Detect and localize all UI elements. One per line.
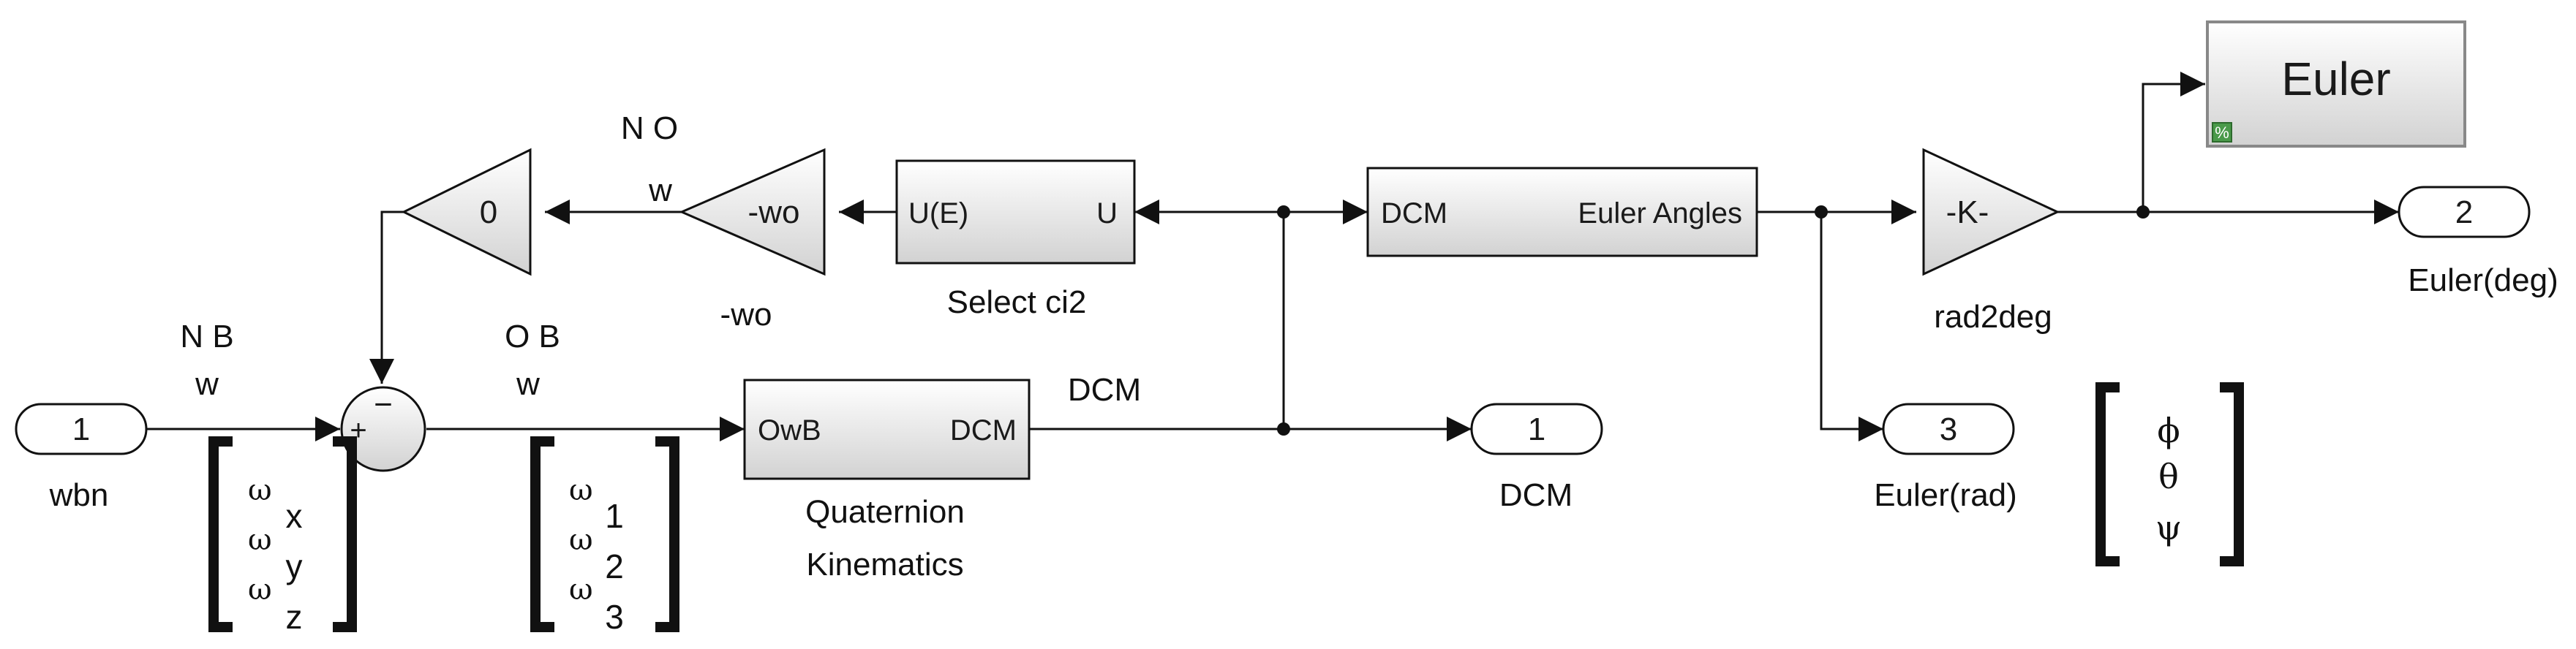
- euler-theta: θ: [2158, 457, 2179, 496]
- quat-input-port-label: OwB: [758, 414, 821, 447]
- omega-sub-2: 2: [605, 547, 624, 585]
- percent-badge-icon: [2212, 122, 2232, 143]
- inport-wbn[interactable]: 1: [15, 403, 148, 455]
- rad2deg-label: rad2deg: [1934, 299, 2052, 335]
- rad2deg-gain-block[interactable]: -K-: [1922, 148, 2060, 276]
- euler-display-title: Euler: [2281, 53, 2390, 105]
- rad2deg-gain-value: -K-: [1946, 194, 1989, 230]
- quat-label-line2: Kinematics: [806, 547, 963, 582]
- percent-badge-text: %: [2215, 124, 2229, 142]
- outport-dcm-number: 1: [1528, 411, 1545, 447]
- outport-euler-rad-number: 3: [1940, 411, 1957, 447]
- omega-xyz-symbol-2: ω: [248, 523, 272, 557]
- gain-zero-value: 0: [480, 194, 497, 230]
- signal-label-dcm: DCM: [1068, 372, 1141, 408]
- outport-euler-deg[interactable]: 2: [2398, 186, 2531, 238]
- gain-wo-block[interactable]: -wo: [679, 148, 826, 276]
- sum-minus-sign: −: [374, 387, 393, 422]
- signal-label-wno-superscript: N O: [621, 110, 678, 146]
- branch-point-euler: [1815, 205, 1828, 219]
- signal-label-wbn-superscript: N B: [180, 319, 233, 354]
- omega-xyz-symbol-3: ω: [248, 573, 272, 607]
- omega-sub-z: z: [286, 598, 303, 636]
- quat-output-port-label: DCM: [950, 414, 1017, 447]
- omega-sub-1: 1: [605, 497, 624, 535]
- dcm2euler-input-port-label: DCM: [1381, 197, 1447, 229]
- select-ci2-block[interactable]: U(E) U: [895, 159, 1136, 265]
- select-ci2-input-port-label: U(E): [908, 197, 968, 229]
- branch-point-dcm-bottom: [1277, 422, 1290, 436]
- signal-zero-to-sum[interactable]: [369, 210, 404, 384]
- outport-dcm[interactable]: 1: [1470, 403, 1603, 455]
- euler-psi: ψ: [2155, 508, 2182, 547]
- outport-dcm-label: DCM: [1499, 477, 1573, 513]
- quaternion-kinematics-block[interactable]: OwB DCM: [743, 379, 1031, 480]
- branch-point-deg: [2136, 205, 2150, 219]
- inport-wbn-number: 1: [72, 411, 90, 447]
- branch-point-dcm-top: [1277, 205, 1290, 219]
- signal-label-wob-w: w: [516, 366, 540, 402]
- dcm-to-euler-block[interactable]: DCM Euler Angles: [1366, 167, 1758, 257]
- omega-123-symbol-3: ω: [569, 573, 593, 607]
- signal-label-wbn-w: w: [195, 366, 219, 402]
- euler-display-block[interactable]: Euler %: [2206, 20, 2466, 148]
- omega-sub-y: y: [286, 547, 303, 585]
- select-ci2-label: Select ci2: [947, 284, 1087, 320]
- euler-phi: ϕ: [2157, 411, 2180, 450]
- outport-euler-rad-label: Euler(rad): [1874, 477, 2017, 513]
- omega-123-symbol-2: ω: [569, 523, 593, 557]
- signal-gain-to-display[interactable]: [2142, 72, 2205, 212]
- quat-label-line1: Quaternion: [805, 494, 965, 530]
- signal-euler-to-rad-outport[interactable]: [1820, 212, 1883, 441]
- outport-euler-deg-number: 2: [2455, 194, 2473, 230]
- omega-xyz-vector: ω ω ω x y z: [208, 436, 357, 636]
- gain-wo-value: -wo: [748, 194, 800, 230]
- dcm2euler-output-port-label: Euler Angles: [1578, 197, 1742, 229]
- euler-angles-vector: ϕ θ ψ: [2095, 382, 2244, 566]
- signal-label-wno-w: w: [648, 172, 672, 208]
- outport-euler-deg-label: Euler(deg): [2408, 262, 2558, 298]
- omega-sub-3: 3: [605, 598, 624, 636]
- inport-wbn-label: wbn: [49, 477, 109, 513]
- omega-123-vector: ω ω ω 1 2 3: [530, 436, 679, 636]
- gain-zero-block[interactable]: 0: [401, 148, 532, 276]
- omega-sub-x: x: [286, 497, 303, 535]
- select-ci2-output-port-label: U: [1096, 197, 1118, 229]
- outport-euler-rad[interactable]: 3: [1882, 403, 2015, 455]
- omega-123-symbol-1: ω: [569, 474, 593, 507]
- omega-xyz-symbol-1: ω: [248, 474, 272, 507]
- gain-wo-label: -wo: [720, 297, 772, 333]
- signal-label-wob-superscript: O B: [505, 319, 560, 354]
